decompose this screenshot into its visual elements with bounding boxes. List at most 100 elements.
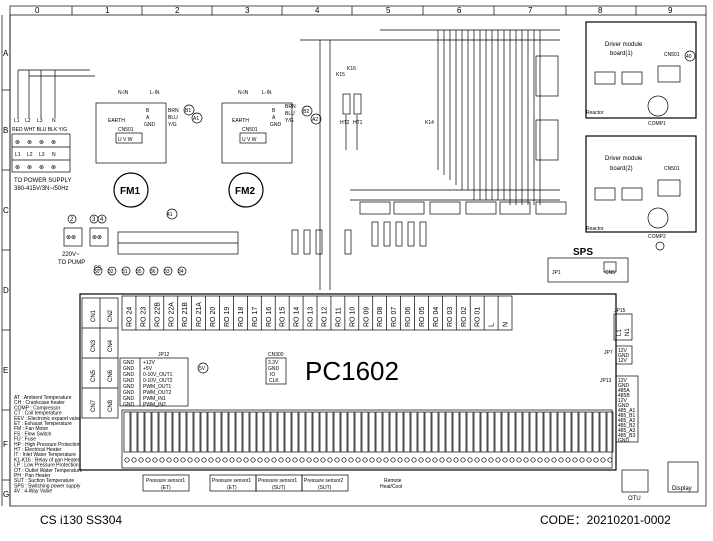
io-pin	[354, 411, 362, 453]
cn4: CN4	[108, 339, 114, 352]
fm2-label: FM2	[235, 186, 255, 197]
fm1-block: N-IN L-IN EARTH B A GND BRN BLU Y/G B1 A…	[95, 90, 203, 208]
io-pin-dot	[348, 457, 354, 463]
fm2-pin-b: B	[272, 108, 276, 114]
io-pin	[585, 411, 593, 453]
io-pin	[445, 411, 453, 453]
io-pin	[186, 411, 194, 453]
io-pin-dot	[187, 457, 193, 463]
fm1-wire-blu: BLU	[168, 115, 178, 121]
fm2-pin-a: A	[272, 115, 276, 121]
power-t-l3: L3	[37, 118, 43, 124]
io-pin-dot	[292, 457, 298, 463]
relay-output-label: RO 19	[224, 307, 231, 327]
jp15-pin-1: N1	[625, 328, 631, 336]
cn2: CN2	[108, 309, 114, 322]
sheet-frame	[9, 5, 707, 507]
io-pin	[151, 411, 159, 453]
relay-output-label: RO 16	[266, 307, 273, 327]
relay-output-label: RO 07	[391, 307, 398, 327]
legend-item: FM : Fan Motor	[14, 426, 49, 432]
io-pin	[130, 411, 138, 453]
io-pin	[536, 411, 544, 453]
jp15-label: JP15	[614, 308, 626, 314]
io-pin-dot	[124, 457, 130, 463]
otu-label: OTU	[628, 496, 641, 502]
io-pin	[508, 411, 516, 453]
fm1-pin-a: A	[146, 115, 150, 121]
jp7-pin-0: 12V	[618, 348, 628, 354]
io-pin	[340, 411, 348, 453]
badge-2: 2	[70, 217, 74, 223]
io-pin-dot	[537, 457, 543, 463]
svg-text:L2: L2	[27, 152, 33, 158]
footer-model: CS i130 SS304	[40, 513, 122, 527]
io-pin-dot	[551, 457, 557, 463]
svg-text:U V W: U V W	[242, 137, 257, 143]
fs-label: FS	[94, 266, 102, 272]
relay-output-label: RO 02	[461, 307, 468, 327]
driver2-comp: COMP2	[648, 234, 666, 240]
row-G: G	[3, 490, 9, 499]
jp12-right-cell: PWM_IN1	[143, 396, 166, 402]
cn5: CN5	[91, 369, 97, 382]
io-pin	[235, 411, 243, 453]
badge-31: 31	[122, 269, 128, 275]
io-pin	[284, 411, 292, 453]
jp12-right-cell: 0-10V_OUT2	[143, 378, 173, 384]
io-pin-dot	[390, 457, 396, 463]
driver1-title1: Driver module	[605, 42, 643, 48]
io-pin	[578, 411, 586, 453]
svg-text:⊗⊗: ⊗⊗	[92, 235, 102, 241]
power-t-l2: L2	[25, 118, 31, 124]
power-colors: RED WHT BLU BLK Y/G	[12, 127, 67, 133]
board-title: PC1602	[305, 356, 399, 386]
io-pin-dot	[502, 457, 508, 463]
cn8: CN8	[108, 399, 114, 412]
io-pin-dot	[327, 457, 333, 463]
io-pin	[291, 411, 299, 453]
io-pin-dot	[250, 457, 256, 463]
io-pin	[550, 411, 558, 453]
power-t-n: N	[52, 118, 56, 124]
legend-item: LP : Low Pressure Protection	[14, 463, 79, 469]
badge-4: 4	[100, 217, 104, 223]
pump-label-2: TO PUMP	[58, 260, 85, 266]
legend-item: PH : Pan Heater	[14, 473, 51, 479]
svg-text:N: N	[52, 152, 56, 158]
io-pin	[480, 411, 488, 453]
io-pin	[179, 411, 187, 453]
io-pin-dot	[383, 457, 389, 463]
cn7: CN7	[91, 399, 97, 412]
io-pin	[473, 411, 481, 453]
fm2-earth: EARTH	[232, 118, 249, 124]
io-pin	[242, 411, 250, 453]
row-E: E	[3, 366, 8, 375]
io-pin-dot	[222, 457, 228, 463]
io-pin-dot	[173, 457, 179, 463]
badge-41: 41	[167, 212, 173, 218]
badge-30: 30	[94, 269, 100, 275]
svg-text:⊗: ⊗	[15, 140, 20, 146]
io-pin-dot	[152, 457, 158, 463]
relay-output-label: RO 04	[433, 307, 440, 327]
io-pin	[564, 411, 572, 453]
jp13-pin: GND	[618, 438, 630, 444]
footer-code: CODE：20210201-0002	[540, 513, 671, 527]
io-pin	[599, 411, 607, 453]
fm2-badge-b2: B2	[303, 109, 309, 115]
pressure-sensors: Pressure sensor1 (ET) Pressure sensor1 (…	[142, 474, 349, 492]
io-pin	[326, 411, 334, 453]
io-pin	[417, 411, 425, 453]
io-pin	[606, 411, 614, 453]
io-pin-dot	[425, 457, 431, 463]
col-5: 5	[386, 6, 391, 15]
fm2-wire-brn: BRN	[285, 104, 296, 110]
main-board: PC1602 CN1 CN2 CN3 CN4 CN5 CN6 CN7 CN8 R…	[79, 293, 617, 471]
pan-heater-row	[291, 201, 567, 255]
sensor-1-l1: Pressure sensor1	[212, 478, 251, 484]
relay-output-label: RO 01	[475, 307, 482, 327]
row-header: A B C D E F G	[2, 49, 10, 499]
remote-switch: Remote Heat/Cool	[380, 478, 402, 490]
